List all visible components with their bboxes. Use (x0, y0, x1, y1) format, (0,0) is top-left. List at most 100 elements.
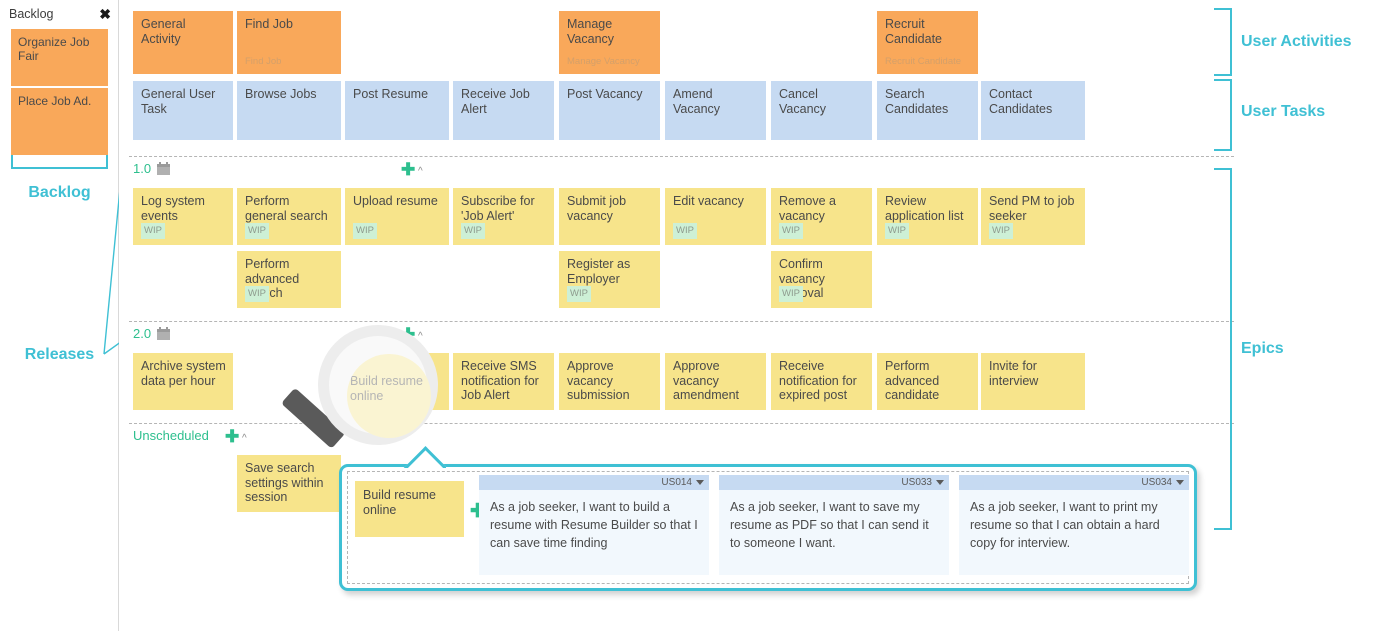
user-story-card[interactable]: US014 As a job seeker, I want to build a… (479, 475, 709, 575)
magnifier-ring: Build resume online (318, 325, 438, 445)
release-name[interactable]: 1.0 (133, 161, 152, 176)
task-card[interactable]: Amend Vacancy (665, 81, 766, 140)
epic-card[interactable]: Archive system data per hour (133, 353, 233, 410)
epic-card[interactable]: Approve vacancy submission (559, 353, 660, 410)
task-card[interactable]: Post Vacancy (559, 81, 660, 140)
plus-icon[interactable]: ✚ (401, 160, 416, 179)
releases-section-label: Releases (24, 346, 95, 363)
backlog-card[interactable]: Organize Job Fair (11, 29, 108, 86)
wip-badge: WIP (779, 285, 803, 302)
card-label: Subscribe for 'Job Alert' (461, 194, 535, 223)
wip-badge: WIP (567, 285, 591, 302)
release-header-1: 1.0 (133, 161, 171, 176)
card-label: Find Job (245, 17, 293, 31)
user-story-text: As a job seeker, I want to save my resum… (730, 500, 929, 550)
card-label: Post Vacancy (567, 87, 643, 101)
epic-card[interactable]: Approve vacancy amendment (665, 353, 766, 410)
calendar-icon[interactable] (157, 162, 171, 175)
user-story-header: US033 (719, 475, 949, 490)
card-label: Post Resume (353, 87, 429, 101)
wip-badge: WIP (245, 285, 269, 302)
card-label: Receive SMS notification for Job Alert (461, 359, 539, 402)
card-label: Edit vacancy (673, 194, 744, 208)
card-label: Register as Employer (567, 257, 631, 286)
card-label: Upload resume (353, 194, 438, 208)
card-label: Review application list (885, 194, 964, 223)
user-story-id: US014 (661, 477, 692, 488)
card-label: Approve vacancy amendment (673, 359, 740, 402)
epic-card[interactable]: Subscribe for 'Job Alert'WIP (453, 188, 554, 245)
card-label: Receive Job Alert (461, 87, 530, 116)
card-label: Search Candidates (885, 87, 949, 116)
epic-card[interactable]: Perform advanced candidate (877, 353, 978, 410)
task-card[interactable]: General User Task (133, 81, 233, 140)
wip-badge: WIP (673, 222, 697, 239)
popup-pointer (402, 446, 446, 468)
close-icon[interactable]: ✖ (99, 6, 111, 22)
task-card[interactable]: Post Resume (345, 81, 449, 140)
card-label: General Activity (141, 17, 186, 46)
chevron-up-icon[interactable]: ^ (418, 331, 423, 342)
card-label: Approve vacancy submission (567, 359, 630, 402)
task-card[interactable]: Browse Jobs (237, 81, 341, 140)
user-activities-label: User Activities (1241, 33, 1352, 50)
chevron-down-icon[interactable] (696, 480, 704, 485)
backlog-section-label: Backlog (28, 184, 91, 201)
epic-card[interactable]: Invite for interview (981, 353, 1085, 410)
chevron-up-icon[interactable]: ^ (418, 166, 423, 177)
plus-icon[interactable]: ✚ (225, 427, 240, 446)
chevron-down-icon[interactable] (936, 480, 944, 485)
user-story-card[interactable]: US033 As a job seeker, I want to save my… (719, 475, 949, 575)
release-name[interactable]: 2.0 (133, 326, 152, 341)
epic-card[interactable]: Confirm vacancy removalWIP (771, 251, 872, 308)
calendar-icon[interactable] (157, 327, 171, 340)
card-label: Send PM to job seeker (989, 194, 1075, 223)
epic-card[interactable]: Save search settings within session (237, 455, 341, 512)
activity-card[interactable]: General Activity (133, 11, 233, 74)
chevron-down-icon[interactable] (1176, 480, 1184, 485)
card-subtitle: Recruit Candidate (885, 55, 962, 67)
task-card[interactable]: Cancel Vacancy (771, 81, 872, 140)
card-subtitle: Manage Vacancy (567, 55, 640, 67)
popup-epic-card[interactable]: Build resume online (355, 481, 464, 537)
user-story-id: US033 (901, 477, 932, 488)
task-card[interactable]: Receive Job Alert (453, 81, 554, 140)
task-card[interactable]: Contact Candidates (981, 81, 1085, 140)
epic-card[interactable]: Receive SMS notification for Job Alert (453, 353, 554, 410)
row-separator (129, 156, 1234, 157)
card-label: Archive system data per hour (141, 359, 226, 388)
card-label: Amend Vacancy (673, 87, 721, 116)
card-label: Remove a vacancy (779, 194, 836, 223)
task-card[interactable]: Search Candidates (877, 81, 978, 140)
card-label: Contact Candidates (989, 87, 1053, 116)
magnifier-inner-ring: Build resume online (329, 336, 431, 438)
backlog-panel-title: Backlog (9, 7, 54, 21)
unscheduled-label[interactable]: Unscheduled (133, 428, 209, 443)
user-story-card[interactable]: US034 As a job seeker, I want to print m… (959, 475, 1189, 575)
chevron-up-icon[interactable]: ^ (242, 433, 247, 444)
epic-card[interactable]: Submit job vacancy (559, 188, 660, 245)
user-tasks-label: User Tasks (1241, 103, 1326, 120)
user-tasks-bracket (1214, 79, 1232, 151)
card-label: Submit job vacancy (567, 194, 627, 223)
epic-card[interactable]: Receive notification for expired post (771, 353, 872, 410)
user-story-text: As a job seeker, I want to print my resu… (970, 500, 1160, 550)
card-label: Perform advanced candidate (885, 359, 940, 402)
card-label: Receive notification for expired post (779, 359, 857, 402)
wip-badge: WIP (245, 222, 269, 239)
backlog-card[interactable]: Place Job Ad. (11, 88, 108, 155)
card-label: General User Task (141, 87, 216, 116)
backlog-bracket (11, 155, 108, 169)
